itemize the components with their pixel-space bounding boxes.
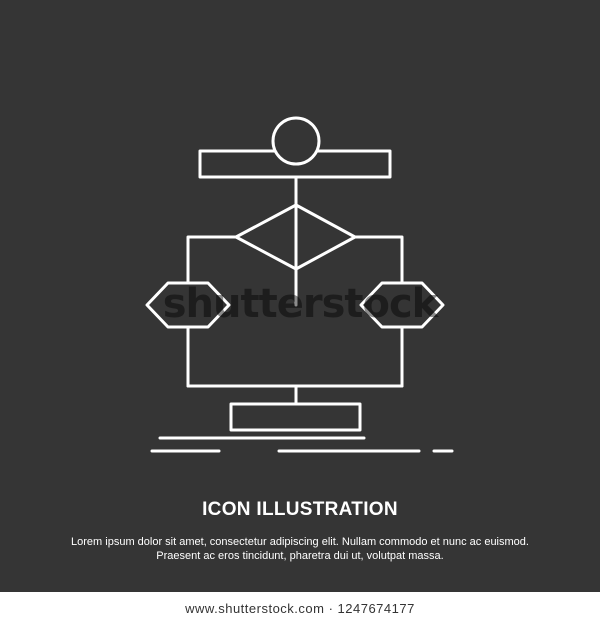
description-text: Lorem ipsum dolor sit amet, consectetur … bbox=[0, 535, 600, 563]
start-circle-shape bbox=[271, 116, 321, 166]
left-branch-line bbox=[186, 235, 238, 285]
right-hexagon-shape bbox=[359, 281, 445, 329]
page-title: ICON ILLUSTRATION bbox=[202, 499, 398, 520]
description-line-2: Praesent ac eros tincidunt, pharetra dui… bbox=[156, 550, 444, 562]
dark-background-panel bbox=[0, 0, 600, 592]
left-hexagon-shape bbox=[145, 281, 231, 329]
end-box-shape bbox=[229, 402, 362, 432]
footer-bar: www.shutterstock.com · 1247674177 bbox=[0, 592, 600, 620]
right-branch-line bbox=[353, 235, 404, 285]
footer-url: www.shutterstock.com · 1247674177 bbox=[185, 601, 415, 616]
algorithm-flowchart-icon bbox=[145, 116, 454, 453]
description-line-1: Lorem ipsum dolor sit amet, consectetur … bbox=[71, 536, 529, 548]
